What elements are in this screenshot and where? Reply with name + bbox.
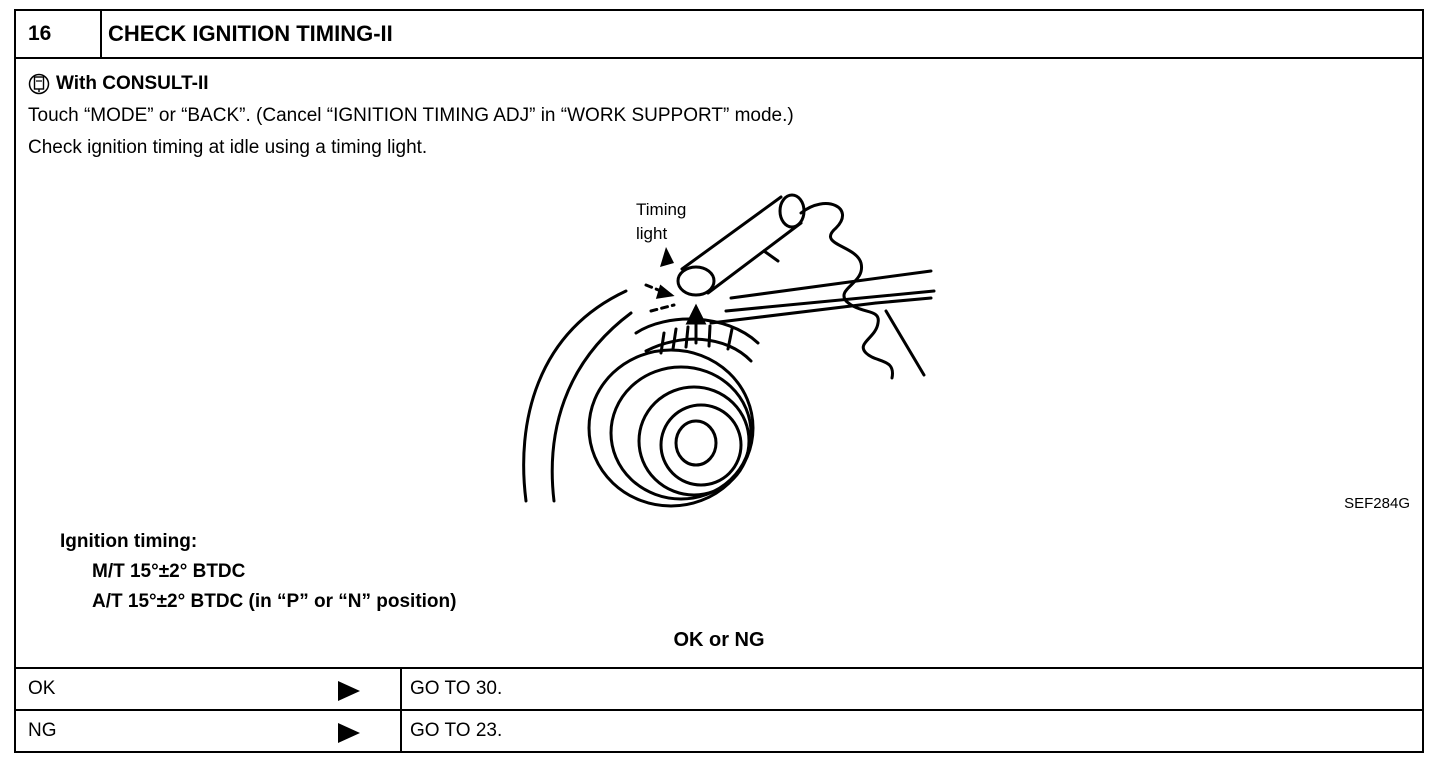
step-number: 16: [16, 11, 102, 57]
callout-line-1: Timing: [636, 200, 686, 219]
instruction-line: Touch “MODE” or “BACK”. (Cancel “IGNITIO…: [28, 105, 794, 126]
consult-label: With CONSULT-II: [56, 73, 209, 94]
right-arrow-icon: [338, 681, 360, 701]
consult-heading: With CONSULT-II: [28, 68, 794, 100]
spec-line: M/T 15°±2° BTDC: [92, 561, 246, 582]
instruction-line: Check ignition timing at idle using a ti…: [28, 137, 428, 158]
verdict-heading: OK or NG: [673, 629, 765, 651]
result-row-ok[interactable]: OK GO TO 30.: [16, 667, 1422, 709]
result-action[interactable]: GO TO 30.: [410, 678, 503, 699]
result-action[interactable]: GO TO 23.: [410, 720, 503, 741]
result-label: NG: [28, 720, 57, 741]
timing-light-illustration: Timing light: [522, 193, 936, 508]
step-header: 16 CHECK IGNITION TIMING-II: [16, 11, 1422, 59]
spec-line: A/T 15°±2° BTDC (in “P” or “N” position): [92, 591, 457, 612]
callout-line-2: light: [636, 224, 667, 243]
result-row-ng[interactable]: NG GO TO 23.: [16, 709, 1422, 751]
consult-tool-icon: [28, 73, 50, 95]
column-divider: [400, 669, 402, 709]
column-divider: [400, 711, 402, 751]
figure-code: SEF284G: [1344, 495, 1410, 512]
right-arrow-icon: [338, 723, 360, 743]
result-label: OK: [28, 678, 56, 699]
instructions-block: With CONSULT-II Touch “MODE” or “BACK”. …: [28, 68, 794, 164]
step-title: CHECK IGNITION TIMING-II: [108, 21, 393, 46]
timing-spec: Ignition timing: M/T 15°±2° BTDC A/T 15°…: [60, 527, 456, 617]
spec-title: Ignition timing:: [60, 531, 198, 552]
procedure-table: 16 CHECK IGNITION TIMING-II With CONSULT…: [14, 9, 1424, 753]
